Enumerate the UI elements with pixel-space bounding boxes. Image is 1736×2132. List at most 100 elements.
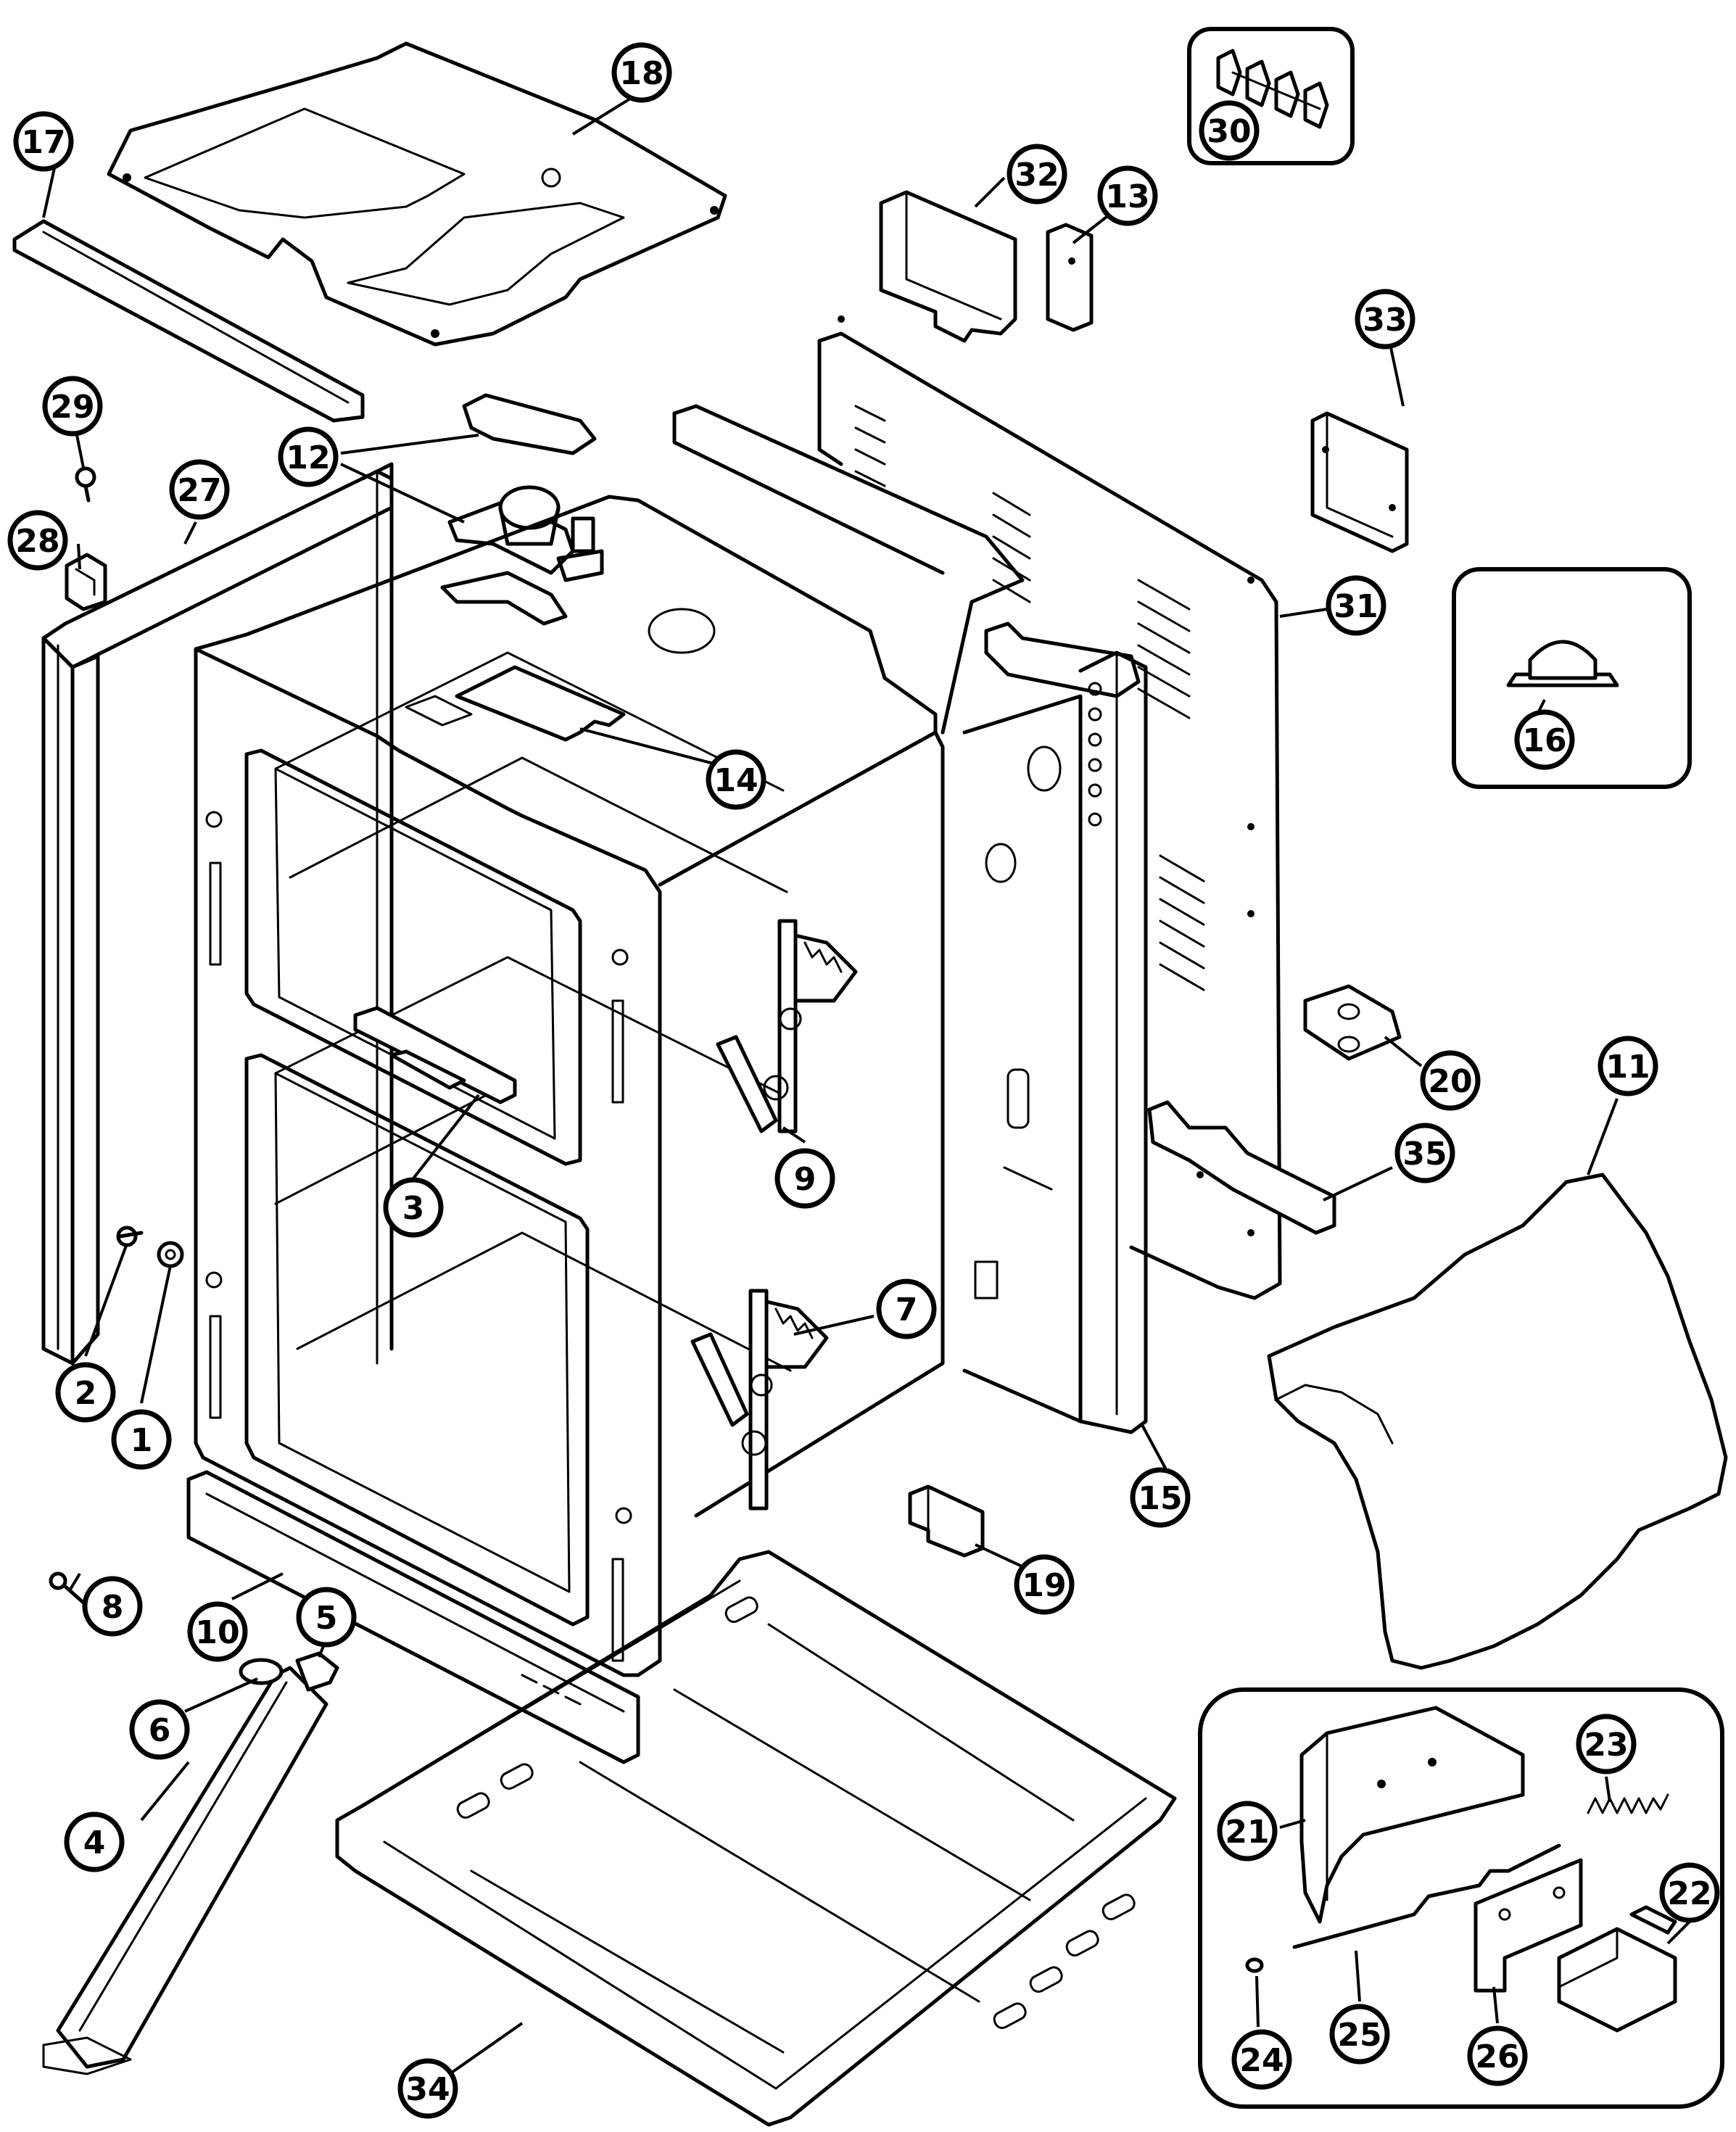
inset-16	[1452, 567, 1692, 789]
callout-29: 29	[42, 376, 103, 437]
callout-7-label: 7	[896, 1292, 918, 1329]
side-mounting-rail	[672, 404, 1148, 1434]
callout-4: 4	[64, 1811, 125, 1872]
vent-deflector	[353, 1006, 517, 1104]
callout-5: 5	[296, 1587, 357, 1648]
callout-8-label: 8	[102, 1589, 124, 1626]
callout-33: 33	[1355, 289, 1415, 350]
callout-1: 1	[111, 1409, 172, 1470]
trim-clip	[65, 553, 107, 611]
bottom-pan	[335, 1550, 1177, 2127]
callout-11: 11	[1597, 1036, 1658, 1096]
callout-30: 30	[1199, 100, 1260, 161]
bracket-19	[908, 1484, 985, 1558]
callout-26-label: 26	[1475, 2038, 1519, 2075]
callout-6-label: 6	[149, 1712, 171, 1749]
screw-1	[157, 1241, 184, 1268]
callout-2: 2	[55, 1362, 116, 1423]
top-bracket-32	[879, 190, 1017, 343]
callout-31: 31	[1326, 575, 1386, 636]
upper-door-hinge	[716, 919, 858, 1133]
bracket-33	[1310, 411, 1409, 553]
inset-door-latch	[1198, 1687, 1724, 2109]
callout-15-label: 15	[1138, 1480, 1182, 1517]
callout-17: 17	[13, 111, 74, 172]
callout-22: 22	[1659, 1862, 1720, 1923]
callout-21: 21	[1217, 1801, 1278, 1862]
callout-21-label: 21	[1225, 1814, 1269, 1851]
callout-15: 15	[1130, 1467, 1191, 1528]
callout-10: 10	[187, 1601, 248, 1662]
callout-3: 3	[383, 1177, 444, 1238]
callout-5-label: 5	[315, 1600, 338, 1637]
rear-vented-panel	[817, 315, 1282, 1300]
callouts: 1 2 3 4 5 6 7 8 9 10 11 12 13 14 15 16 1…	[7, 42, 1720, 2119]
callout-27: 27	[169, 459, 230, 520]
top-cover-panel	[107, 41, 727, 347]
leader-lines	[42, 86, 1691, 2075]
callout-9-label: 9	[794, 1161, 817, 1198]
callout-25: 25	[1329, 2004, 1390, 2065]
callout-24: 24	[1231, 2029, 1292, 2090]
callout-32-label: 32	[1014, 157, 1059, 194]
callout-9: 9	[774, 1148, 835, 1209]
callout-17-label: 17	[21, 124, 65, 161]
callout-35-label: 35	[1402, 1136, 1447, 1173]
callout-6: 6	[129, 1699, 190, 1760]
callout-35: 35	[1394, 1123, 1455, 1183]
callout-30-label: 30	[1207, 113, 1251, 150]
bracket-20	[1303, 984, 1402, 1061]
callout-3-label: 3	[402, 1190, 425, 1227]
callout-19-label: 19	[1022, 1567, 1066, 1604]
callout-13-label: 13	[1105, 178, 1149, 215]
callout-8: 8	[82, 1576, 143, 1637]
callout-18-label: 18	[619, 55, 664, 92]
callout-1-label: 1	[131, 1422, 153, 1459]
oven-cavity	[194, 495, 945, 1677]
callout-22-label: 22	[1667, 1875, 1711, 1912]
callout-13: 13	[1097, 165, 1158, 226]
callout-14: 14	[706, 749, 766, 810]
callout-19: 19	[1014, 1554, 1075, 1615]
callout-24-label: 24	[1239, 2042, 1284, 2079]
callout-25-label: 25	[1337, 2017, 1381, 2054]
callout-4-label: 4	[83, 1825, 106, 1862]
callout-16-label: 16	[1522, 722, 1566, 759]
callout-12-label: 12	[286, 439, 330, 476]
callout-12: 12	[278, 426, 339, 487]
callout-10-label: 10	[195, 1614, 239, 1651]
screw-2	[116, 1226, 144, 1247]
callout-23: 23	[1576, 1714, 1637, 1774]
callout-23-label: 23	[1584, 1727, 1628, 1764]
callout-32: 32	[1007, 144, 1067, 204]
screw-29	[75, 466, 96, 503]
rear-rail-strip	[1147, 1100, 1336, 1235]
door-lock-assembly	[440, 393, 604, 626]
callout-7: 7	[876, 1278, 937, 1339]
callout-11-label: 11	[1605, 1049, 1650, 1086]
bake-element-assembly	[42, 1651, 339, 2075]
callout-34: 34	[397, 2058, 458, 2119]
callout-29-label: 29	[50, 389, 94, 426]
callout-33-label: 33	[1363, 302, 1407, 339]
callout-20: 20	[1420, 1050, 1481, 1111]
callout-20-label: 20	[1428, 1063, 1472, 1100]
lower-door-hinge	[690, 1289, 829, 1511]
front-top-trim	[12, 219, 365, 423]
callout-27-label: 27	[177, 472, 221, 509]
screw-8	[49, 1571, 86, 1605]
callout-26: 26	[1467, 2025, 1528, 2086]
callout-28-label: 28	[15, 523, 59, 560]
cover-plate	[455, 665, 626, 742]
insulation-blanket	[1267, 1173, 1728, 1670]
callout-31-label: 31	[1334, 588, 1378, 625]
inset-30	[1187, 27, 1355, 165]
callout-2-label: 2	[75, 1375, 97, 1412]
callout-28: 28	[7, 510, 68, 571]
callout-18: 18	[611, 42, 672, 103]
callout-34-label: 34	[405, 2071, 450, 2108]
callout-14-label: 14	[714, 762, 758, 799]
callout-16: 16	[1514, 709, 1575, 770]
front-bottom-trim	[186, 1470, 640, 1764]
